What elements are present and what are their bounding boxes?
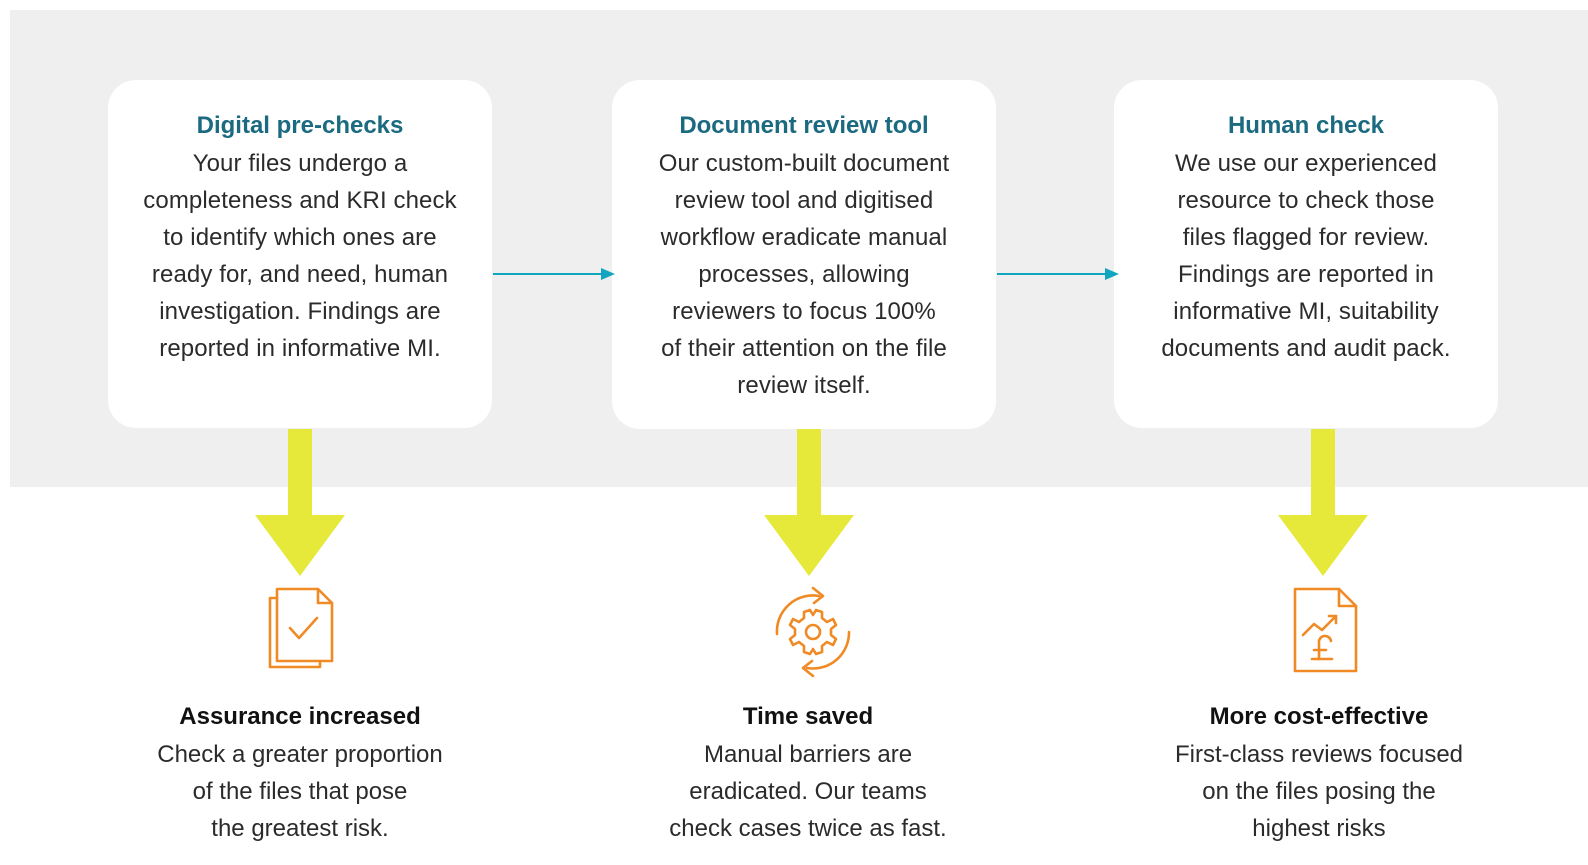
outcome-description: First-class reviews focused on the files… <box>1119 736 1519 847</box>
description-line: review itself. <box>737 372 871 399</box>
description-line: reported in informative MI. <box>159 335 441 362</box>
description-line: completeness and KRI check <box>143 187 457 214</box>
description-line: eradicated. Our teams <box>689 778 927 805</box>
description-line: ready for, and need, human <box>151 261 449 288</box>
description-line: reviewers to focus 100% <box>672 298 936 325</box>
description-line: files flagged for review. <box>1182 224 1430 251</box>
description-line: review tool and digitised <box>674 187 934 214</box>
down-arrow <box>764 429 854 576</box>
outcome-title: More cost-effective <box>1209 703 1429 730</box>
connector-arrow-right <box>493 268 615 280</box>
outcome-description: Manual barriers are eradicated. Our team… <box>608 736 1008 847</box>
description-line: of the files that pose <box>192 778 408 805</box>
step-card-human-check: Human check We use our experienced resou… <box>1114 80 1498 428</box>
step-card-digital-pre-checks: Digital pre-checks Your files undergo a … <box>108 80 492 428</box>
description-line: to identify which ones are <box>163 224 437 251</box>
step-description: Your files undergo a completeness and KR… <box>108 145 492 367</box>
description-line: the greatest risk. <box>211 815 389 842</box>
description-line: We use our experienced <box>1175 150 1437 177</box>
outcome-assurance-increased: Assurance increased Check a greater prop… <box>100 701 500 847</box>
description-line: of their attention on the file <box>661 335 947 362</box>
description-line: First-class reviews focused <box>1174 741 1464 768</box>
description-line: on the files posing the <box>1202 778 1436 805</box>
description-line: Check a greater proportion <box>157 741 443 768</box>
step-title: Digital pre-checks <box>196 112 404 139</box>
step-card-document-review-tool: Document review tool Our custom-built do… <box>612 80 996 429</box>
outcome-more-cost-effective: More cost-effective First-class reviews … <box>1119 701 1519 847</box>
gear-cycle-icon <box>775 586 851 678</box>
step-title: Human check <box>1227 112 1385 139</box>
pound-chart-document-icon <box>1293 587 1358 673</box>
description-line: Findings are reported in <box>1178 261 1434 288</box>
description-line: workflow eradicate manual <box>660 224 948 251</box>
step-description: We use our experienced resource to check… <box>1114 145 1498 367</box>
step-description: Our custom-built document review tool an… <box>612 145 996 404</box>
document-check-icon <box>268 587 334 669</box>
outcome-title: Assurance increased <box>179 703 421 730</box>
connector-arrow-right <box>997 268 1119 280</box>
description-line: Your files undergo a <box>192 150 408 177</box>
down-arrow <box>255 429 345 576</box>
description-line: Our custom-built document <box>658 150 950 177</box>
description-line: highest risks <box>1252 815 1386 842</box>
outcome-time-saved: Time saved Manual barriers are eradicate… <box>608 701 1008 847</box>
outcome-description: Check a greater proportion of the files … <box>100 736 500 847</box>
description-line: Manual barriers are <box>703 741 913 768</box>
description-line: resource to check those <box>1177 187 1435 214</box>
description-line: investigation. Findings are <box>159 298 441 325</box>
description-line: processes, allowing <box>698 261 910 288</box>
down-arrow <box>1278 429 1368 576</box>
description-line: informative MI, suitability <box>1173 298 1439 325</box>
outcome-title: Time saved <box>742 703 874 730</box>
step-title: Document review tool <box>679 112 929 139</box>
description-line: documents and audit pack. <box>1161 335 1451 362</box>
description-line: check cases twice as fast. <box>669 815 947 842</box>
